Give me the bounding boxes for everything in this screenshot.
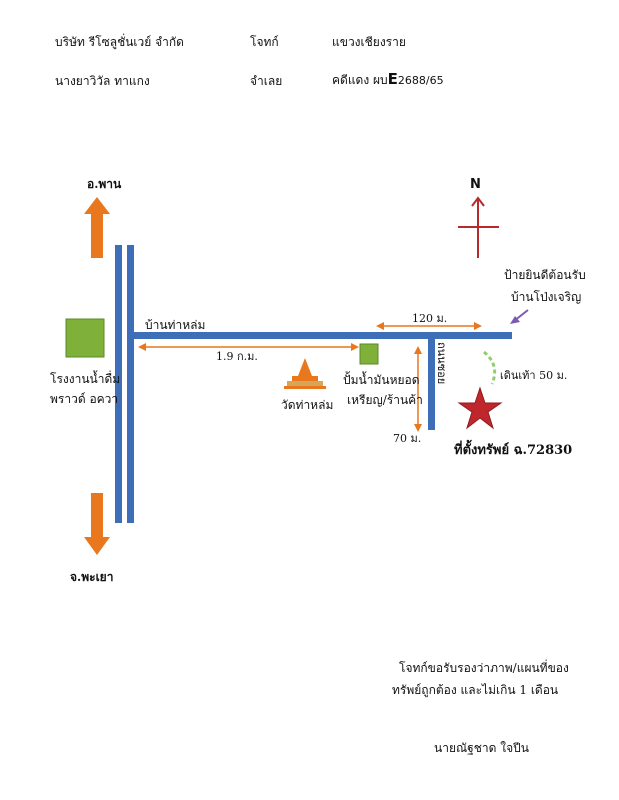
gas-station-icon <box>359 343 379 365</box>
property-star-icon <box>457 386 503 430</box>
walk-path <box>483 350 497 385</box>
walk-label: เดินเท้า 50 ม. <box>500 369 568 382</box>
certification-line1: โจทก์ขอรับรองว่าภาพ/แผนที่ของ <box>399 661 569 675</box>
case-number: คดีแดง ผบE2688/65 <box>332 72 444 88</box>
plaintiff-label: โจทก์ <box>250 35 279 49</box>
property-label: ที่ตั้งทรัพย์ ฉ.72830 <box>454 443 573 458</box>
signer-name: นายณัฐชาด ใจปีน <box>434 741 529 755</box>
defendant-name: นางยาวิวัล ทาแกง <box>55 74 150 88</box>
defendant-label: จำเลย <box>250 74 283 88</box>
distance-side-label: 120 ม. <box>412 312 448 325</box>
certification-line2: ทรัพย์ถูกต้อง และไม่เกิน 1 เดือน <box>392 683 559 697</box>
factory-label-line2: พราวด์ อควา <box>50 392 119 406</box>
highway-right-lane <box>127 245 134 523</box>
north-label: N <box>470 177 481 192</box>
sign-pointer-icon <box>510 309 529 324</box>
south-town-label: จ.พะเยา <box>70 570 114 584</box>
side-road <box>428 336 435 430</box>
factory-icon <box>65 318 105 358</box>
road-name-label: บ้านท่าหล่ม <box>145 318 206 332</box>
temple-icon <box>284 358 326 389</box>
arrow-down-icon <box>84 493 110 555</box>
case-letter: E <box>387 70 398 88</box>
distance-main-arrow <box>138 343 359 351</box>
north-arrow-icon <box>458 196 499 258</box>
case-prefix: คดีแดง ผบ <box>332 73 388 87</box>
distance-down-arrow <box>414 346 422 432</box>
case-digits: 2688/65 <box>397 74 444 87</box>
north-town-label: อ.พาน <box>87 177 122 191</box>
gas-station-label-line1: ปั้มน้ำมันหยอด <box>343 373 420 387</box>
distance-down-label: 70 ม. <box>393 432 422 445</box>
gas-station-label-line2: เหรียญ/ร้านค้า <box>347 393 423 407</box>
district-name: แขวงเชียงราย <box>332 35 406 49</box>
highway-left-lane <box>115 245 122 523</box>
side-road-label: ถนนซอย <box>435 342 448 385</box>
temple-label: วัดท่าหล่ม <box>281 398 334 412</box>
distance-main-label: 1.9 ก.ม. <box>216 350 258 363</box>
welcome-sign-label-line1: ป้ายยินดีต้อนรับ <box>504 268 586 282</box>
company-name: บริษัท รีโซลูชั่นเวย์ จำกัด <box>55 35 184 49</box>
factory-label-line1: โรงงานน้ำดื่ม <box>50 372 121 386</box>
arrow-up-icon <box>84 197 110 258</box>
welcome-sign-label-line2: บ้านโป่งเจริญ <box>511 290 582 304</box>
distance-side-arrow <box>376 322 482 330</box>
village-road <box>127 332 512 339</box>
